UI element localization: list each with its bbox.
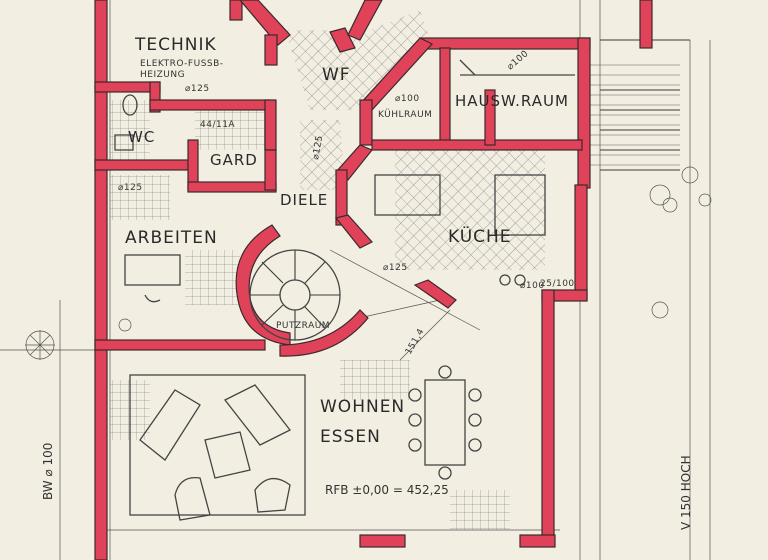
label-technik-sub-2: HEIZUNG [140,70,185,80]
room-labels: TECHNIK ELEKTRO-FUSSB- HEIZUNG ⌀125 WF H… [125,35,569,447]
label-technik-sub-1: ELEKTRO-FUSSB- [140,59,224,69]
label-wc: WC [128,128,155,146]
label-gard: GARD [210,151,258,169]
label-kuhlraum: KÜHLRAUM [378,109,432,120]
dim-100: ⌀100 [520,281,545,291]
dim-bw: BW ⌀ 100 [41,443,55,500]
label-wf: WF [322,65,351,85]
tiled-floors [110,10,680,530]
dim-hoch: V 150 HOCH [679,455,693,530]
label-technik-sub-3: ⌀125 [185,84,210,94]
terrace-lines [600,39,690,171]
label-hausw-raum: HAUSW.RAUM [455,92,569,110]
label-putzraum: PUTZRAUM [276,321,330,331]
dim-125-a: ⌀125 [118,183,143,193]
walls [94,0,653,560]
furniture [114,59,575,521]
dim-25: 25/100 [540,279,575,289]
construction-lines [0,0,711,560]
label-wohnen: WOHNEN [320,397,405,417]
label-kuhlraum-dim: ⌀100 [395,94,420,104]
dim-rfb: RFB ±0,00 = 452,25 [325,483,449,497]
dim-44: 44/11A [200,120,235,130]
label-diele: DIELE [280,191,328,209]
label-technik: TECHNIK [134,35,217,55]
label-essen: ESSEN [320,427,381,447]
label-arbeiten: ARBEITEN [125,228,218,248]
dimension-labels: RFB ±0,00 = 452,25 BW ⌀ 100 V 150 HOCH ⌀… [41,120,693,530]
label-kuche: KÜCHE [448,225,512,247]
dim-125-c: ⌀125 [311,135,325,161]
plant-decorations [25,166,712,360]
dim-125-b: ⌀125 [383,263,408,273]
